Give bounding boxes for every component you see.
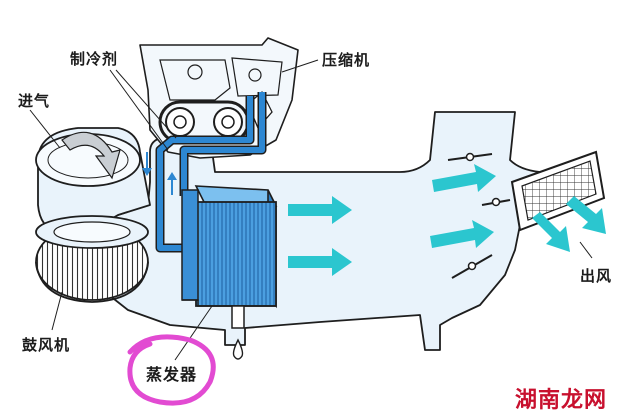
damper [481,197,511,207]
label-compressor: 压缩机 [322,51,371,69]
condensate-drop-icon [232,338,244,360]
refrigerant-flow-arrow [167,172,177,195]
airflow-arrow [566,196,606,234]
airflow-arrow [288,248,352,276]
label-air-outlet: 出风 [580,267,613,285]
watermark: 湖南龙网 [497,383,625,413]
airflow-arrow [288,196,352,224]
airflow-arrow [430,220,494,248]
damper [451,254,493,279]
label-refrigerant: 制冷剂 [70,50,119,68]
pulley [213,107,243,137]
evaporator-core [181,185,278,309]
inlet-air-arrow [61,131,121,180]
refrigerant-flow-arrow [142,152,152,176]
highlight-circle [127,334,216,406]
label-evaporator: 蒸发器 [146,365,198,384]
airflow-arrow [532,212,570,252]
label-blower: 鼓风机 [22,336,71,354]
airflow-arrow [432,164,496,192]
label-air-inlet: 进气 [18,92,51,110]
damper [447,152,493,162]
outlet-vent-grille [510,150,606,232]
